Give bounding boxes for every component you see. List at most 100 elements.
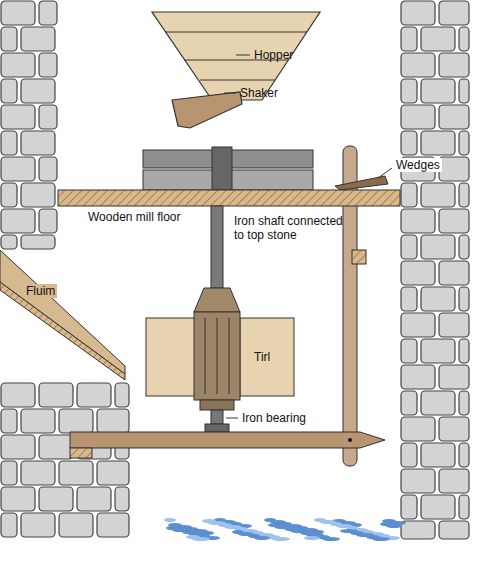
wall-stone [439,261,469,285]
water-ripple [202,519,216,523]
wall-stone [421,27,455,51]
hub-groove [229,318,230,394]
wall-stone [439,365,469,389]
fluim-underside [0,282,125,380]
wall-stone [1,435,35,459]
wall-stone [421,287,455,311]
wall-stone [401,469,435,493]
water-ripple [304,536,320,540]
wall-stone [401,365,435,389]
wall-stone [39,487,73,511]
sole-tree [70,432,385,448]
wedges [335,176,388,190]
wall-stone [1,27,17,51]
wall-stone [459,235,469,259]
wall-stone [439,157,469,181]
wall-stone [1,131,17,155]
wall-stone [1,409,17,433]
part-label: Iron shaft connected to top stone [232,214,346,242]
wall-stone [77,538,111,539]
fluim [0,250,125,374]
wall-stone [421,495,455,519]
wall-stone [77,383,111,407]
wall-stone [39,209,57,233]
wall-stone [401,443,417,467]
wall-stone [21,27,55,51]
wall-stone [439,53,469,77]
iron-shaft [211,206,223,288]
wall-stone [401,131,417,155]
wall-stone [39,53,57,77]
wall-stone [401,183,417,207]
leader-line [236,55,250,56]
wall-stone [39,538,73,539]
hub-groove [205,318,206,394]
hopper-board [165,32,307,33]
wall-stone [97,513,129,537]
wall-stone [401,287,417,311]
wall-stone [39,435,73,459]
wall-stone [1,487,35,511]
wall-stone [21,409,55,433]
wall-stone [459,287,469,311]
wall-stone [401,235,417,259]
wall-stone [1,79,17,103]
wall-stone [1,461,17,485]
hub-groove [217,318,218,394]
wall-stone [115,383,129,407]
wall-stone [439,1,469,25]
wall-stone [401,79,417,103]
pivot-pin [348,438,352,442]
water-ripple [166,526,178,530]
wall-stone [401,391,417,415]
part-label: Tirl [252,350,272,364]
water-ripple [340,529,358,533]
wall-stone [459,495,469,519]
wall-stone [1,157,35,181]
wall-stone [401,339,417,363]
wall-stone [77,487,111,511]
wall-stone [421,339,455,363]
wall-stone [459,183,469,207]
part-label: Hopper [252,48,295,62]
wall-stone [439,313,469,337]
wall-stone [21,235,55,249]
wall-stone [1,1,35,25]
wall-stone [115,538,129,539]
rynd [212,147,232,190]
shaker [172,92,242,128]
hub-collar [200,400,234,410]
wall-stone [1,183,17,207]
wall-stone [401,417,435,441]
wall-stone [401,495,417,519]
part-label: Wedges [394,158,442,172]
wall-stone [459,443,469,467]
water-ripple [186,535,200,539]
wall-stone [21,183,55,207]
wall-stone [39,157,57,181]
wall-stone [459,391,469,415]
wall-stone [421,391,455,415]
wall-stone [459,131,469,155]
water-ripple [232,530,244,534]
wall-stone [1,235,17,249]
wall-stone [421,183,455,207]
water-ripple [164,518,176,522]
wall-stone [439,417,469,441]
wall-stone [59,513,93,537]
wall-stone [401,105,435,129]
hopper [152,12,320,100]
wall-stone [459,79,469,103]
mill-floor [58,190,400,206]
wall-stone [401,521,435,539]
wall-stone [401,1,435,25]
post-section [352,250,366,264]
part-label: Iron bearing [240,411,308,425]
wall-stone [401,261,435,285]
wall-stone [1,209,35,233]
wall-stone [439,469,469,493]
wall-stone [97,461,129,485]
leader-line [224,93,236,94]
wall-stone [401,27,417,51]
